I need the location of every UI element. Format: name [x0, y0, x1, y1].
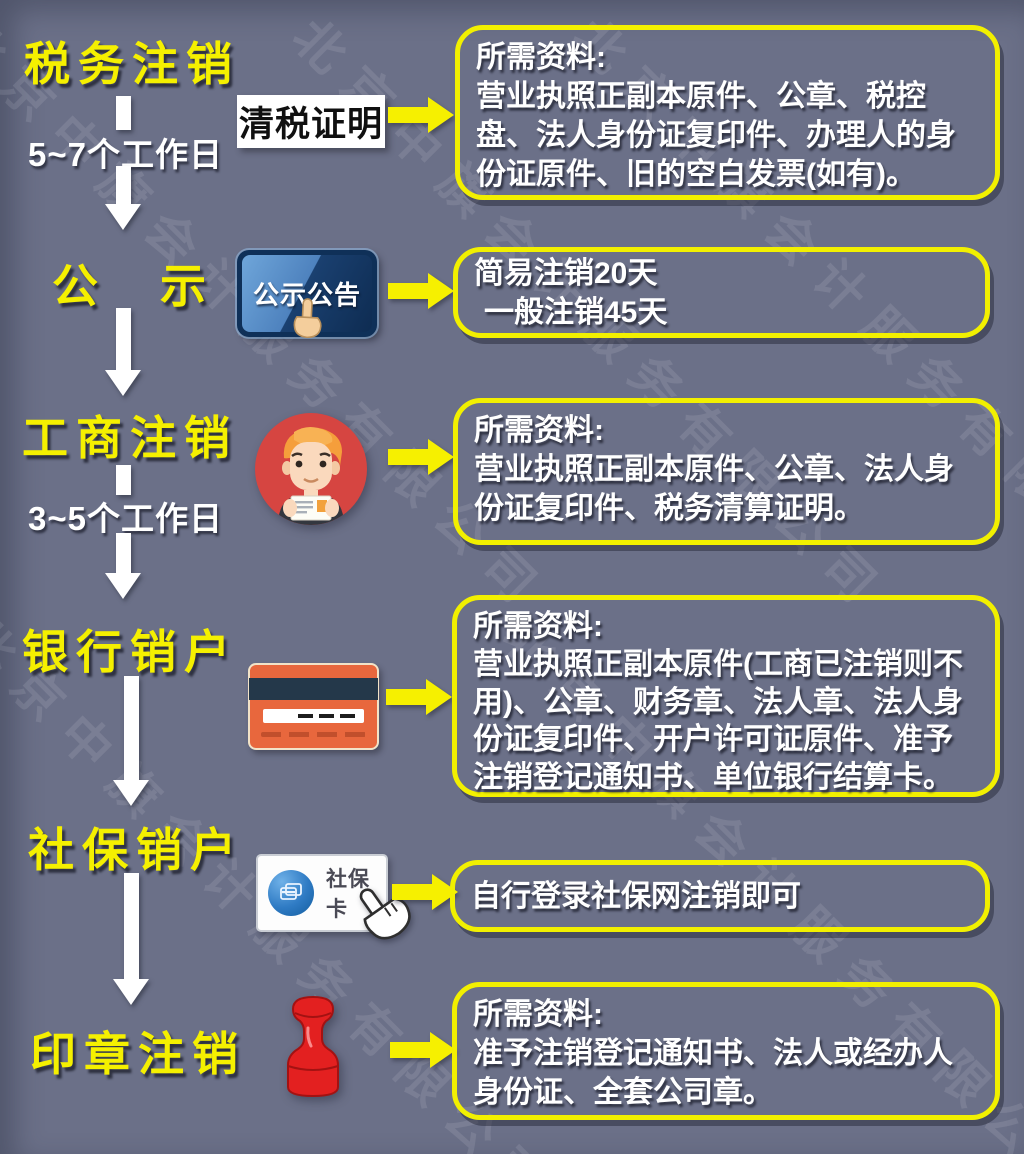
step-title-bank: 银行销户 — [22, 626, 238, 678]
down-arrow-icon — [105, 166, 141, 230]
requirements-body: 营业执照正副本原件、公章、税控盘、法人身份证复印件、办理人的身份证原件、旧的空白… — [476, 80, 956, 191]
bank-card-signature-strip — [263, 709, 364, 723]
connector-bar — [116, 96, 131, 130]
down-arrow-icon — [113, 873, 149, 1005]
step-title-business: 工商注销 — [22, 412, 238, 464]
person-id-avatar-icon — [255, 413, 367, 525]
requirements-heading: 所需资料: — [474, 414, 604, 447]
requirements-body: 自行登录社保网注销即可 — [471, 879, 801, 913]
requirements-body: 营业执照正副本原件(工商已注销则不用)、公章、财务章、法人章、法人身份证复印件、… — [473, 647, 963, 795]
requirements-body: 准予注销登记通知书、法人或经办人身份证、全套公司章。 — [473, 1037, 953, 1109]
pointer-hand-icon — [359, 888, 411, 940]
step-title-announcement: 公 示 — [52, 260, 214, 312]
requirements-box-social-security: 自行登录社保网注销即可 — [450, 860, 990, 932]
pointer-hand-icon — [293, 298, 322, 339]
bank-card-stripe — [249, 678, 378, 700]
down-arrow-icon — [113, 676, 149, 806]
flow-arrow-right-icon — [390, 1030, 456, 1070]
red-stamp-icon — [287, 995, 339, 1098]
tax-clearance-certificate-label: 清税证明 — [237, 95, 385, 148]
down-arrow-icon — [105, 533, 141, 599]
social-security-card-logo — [268, 870, 314, 916]
down-arrow-icon — [105, 308, 141, 396]
requirements-box-business: 所需资料: 营业执照正副本原件、公章、法人身份证复印件、税务清算证明。 — [453, 398, 1000, 545]
social-security-card[interactable]: 社保卡 — [256, 854, 388, 932]
step-title-social-security: 社保销户 — [28, 824, 244, 876]
requirements-box-bank: 所需资料: 营业执照正副本原件(工商已注销则不用)、公章、财务章、法人章、法人身… — [452, 595, 1000, 797]
flow-arrow-right-icon — [388, 271, 454, 311]
step-duration-business: 3~5个工作日 — [28, 500, 223, 537]
announcement-button[interactable]: 公示公告 — [237, 250, 377, 339]
connector-bar — [116, 465, 131, 495]
announcement-duration-simple: 简易注销20天 — [474, 256, 658, 290]
flow-arrow-right-icon — [388, 95, 454, 135]
requirements-box-tax: 所需资料: 营业执照正副本原件、公章、税控盘、法人身份证复印件、办理人的身份证原… — [455, 25, 1000, 200]
flow-arrow-right-icon — [388, 437, 454, 477]
requirements-body: 营业执照正副本原件、公章、法人身份证复印件、税务清算证明。 — [474, 453, 954, 525]
card-glyph-icon — [280, 883, 302, 900]
announcement-button-panel: 公示公告 — [242, 255, 372, 332]
step-title-seal: 印章注销 — [30, 1028, 246, 1080]
step-title-tax: 税务注销 — [24, 38, 240, 90]
requirements-box-announcement: 简易注销20天 一般注销45天 — [453, 247, 990, 338]
requirements-heading: 所需资料: — [473, 998, 603, 1031]
flow-arrow-right-icon — [386, 677, 452, 717]
flow-arrow-right-icon — [392, 872, 458, 912]
bank-card-number-dashes — [261, 732, 366, 737]
social-security-card-label: 社保卡 — [326, 868, 370, 921]
tax-clearance-certificate-text: 清税证明 — [238, 105, 383, 144]
requirements-box-seal: 所需资料: 准予注销登记通知书、法人或经办人身份证、全套公司章。 — [452, 982, 1000, 1120]
bank-card-icon — [248, 663, 379, 750]
announcement-duration-normal: 一般注销45天 — [484, 295, 668, 329]
requirements-heading: 所需资料: — [476, 41, 606, 74]
requirements-heading: 所需资料: — [473, 610, 603, 643]
